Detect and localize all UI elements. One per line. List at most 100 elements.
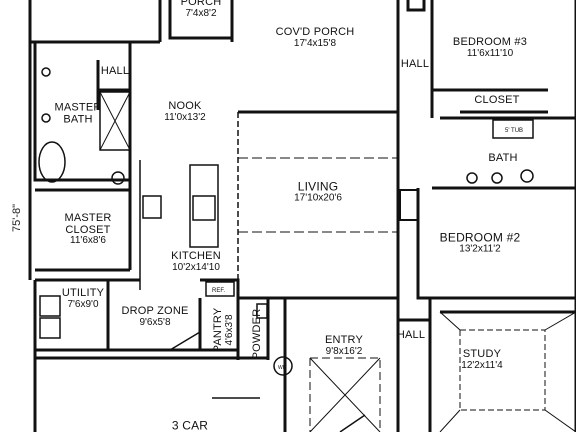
room-powder: POWDER [251, 308, 264, 360]
room-nook: NOOK 11'0x13'2 [164, 99, 206, 123]
powder-toilet [256, 303, 268, 319]
room-dims: 12'2x11'4 [461, 359, 503, 371]
bath-toilet [520, 169, 534, 183]
room-name: HALL [400, 58, 430, 71]
room-name: NOOK [168, 99, 202, 112]
drop-zone-door-swing [169, 331, 201, 351]
entry-walls [283, 298, 400, 432]
room-hall-se: HALL [397, 330, 425, 342]
room-covd-porch: COV'D PORCH 17'4x15'8 [275, 25, 355, 49]
room-dims: 10'2x14'10 [172, 261, 220, 273]
room-name: COV'D PORCH [275, 25, 355, 38]
bedroom3-walls [430, 0, 576, 432]
master-bedroom-bottom-wall [30, 0, 162, 44]
room-name: HALL [100, 65, 130, 78]
covd-porch-side-walls [230, 0, 400, 112]
room-bedroom-2: BEDROOM #2 13'2x11'2 [440, 231, 521, 254]
room-name: PANTRY [211, 307, 224, 353]
room-study: STUDY 12'2x11'4 [461, 347, 503, 371]
room-kitchen: KITCHEN 10'2x14'10 [171, 249, 221, 273]
refrigerator [205, 281, 235, 297]
dryer [39, 317, 61, 339]
room-name: PORCH [180, 0, 222, 8]
room-dims: 11'6x11'10 [466, 47, 514, 59]
room-master-bath: MASTER BATH [53, 102, 103, 125]
room-dims: 9'6x5'8 [139, 316, 171, 328]
bedroom2-walls [416, 188, 576, 300]
room-dims: 17'4x15'8 [293, 37, 337, 49]
room-dims: 17'10x20'6 [294, 192, 342, 204]
room-name: MASTER BATH [54, 101, 102, 125]
room-name: ENTRY [324, 333, 364, 346]
entry-ceiling-lines [309, 357, 381, 432]
room-rear-porch: PORCH 7'4x8'2 [181, 0, 222, 19]
room-utility: UTILITY 7'6x9'0 [61, 286, 105, 310]
room-living: LIVING 17'10x20'6 [294, 180, 342, 203]
room-name: KITCHEN [171, 249, 221, 262]
water-heater [273, 356, 293, 376]
bath-sink-2 [491, 172, 503, 184]
exterior-wall-west [28, 0, 37, 432]
room-name: CLOSET [474, 94, 520, 107]
room-drop-zone: DROP ZONE 9'6x5'8 [121, 304, 189, 328]
room-name: HALL [396, 329, 426, 342]
study-ceiling-diagonals [439, 311, 576, 432]
room-name: POWDER [251, 308, 264, 360]
master-tub [38, 141, 66, 183]
room-master-closet: MASTER CLOSET 11'6x8'6 [58, 212, 118, 247]
room-pantry: PANTRY 4'6x3'8 [211, 307, 235, 353]
closet-walls [432, 88, 548, 114]
room-dims: 11'0x13'2 [164, 111, 206, 123]
room-dims: 11'6x8'6 [70, 235, 106, 247]
linen-cabinet-x [99, 91, 131, 151]
room-bedroom-3: BEDROOM #3 11'6x11'10 [452, 35, 528, 59]
room-dims: 9'8x16'2 [325, 345, 363, 357]
overall-depth-dimension: 75'-8" [11, 203, 24, 233]
room-name: MASTER CLOSET [64, 212, 112, 236]
entry-ceiling-x [309, 357, 381, 432]
fireplace [399, 189, 419, 221]
master-sink-2 [41, 113, 51, 123]
master-bath-wall [33, 42, 130, 182]
kitchen-island [189, 164, 219, 248]
room-hall-ne: HALL [401, 59, 429, 71]
living-ceiling-lines [238, 157, 398, 233]
ref-label: REF. [212, 288, 225, 294]
room-dims: 7'6x9'0 [67, 298, 99, 310]
room-name: UTILITY [61, 286, 105, 299]
room-name: BATH [488, 152, 518, 165]
kitchen-sink [192, 195, 216, 221]
room-hall-nw: HALL [101, 66, 129, 78]
kitchen-ref-wall [200, 278, 240, 298]
utility-walls [35, 278, 200, 352]
room-dims: 13'2x11'2 [459, 243, 501, 255]
room-name: 3 CAR [171, 418, 209, 432]
hall-top-jamb [406, 0, 426, 12]
hall-nw-walls [96, 60, 130, 110]
room-name: BEDROOM #3 [452, 35, 528, 48]
master-closet-walls [35, 188, 130, 272]
wh-label: WH [278, 365, 287, 371]
room-dims: 7'4x8'2 [185, 7, 217, 19]
room-dims: 4'6x3'8 [223, 314, 235, 346]
master-toilet [111, 171, 125, 185]
master-sink-1 [41, 67, 51, 77]
washer [39, 295, 61, 317]
room-bath: BATH [488, 153, 517, 165]
entry-door [212, 397, 366, 432]
room-name: LIVING [297, 179, 339, 194]
room-name: STUDY [462, 347, 502, 360]
bath-tub [492, 119, 534, 139]
pantry-powder-walls [198, 298, 270, 360]
range [142, 195, 162, 219]
room-name: BEDROOM #2 [439, 230, 521, 245]
room-garage: 3 CAR [172, 420, 208, 432]
hall-se-walls [398, 298, 432, 432]
room-closet: CLOSET [474, 95, 519, 107]
bath-sink-1 [466, 172, 478, 184]
room-entry: ENTRY 9'8x16'2 [324, 333, 364, 357]
tub-label: 5' TUB [505, 128, 523, 134]
room-name: DROP ZONE [121, 304, 189, 317]
